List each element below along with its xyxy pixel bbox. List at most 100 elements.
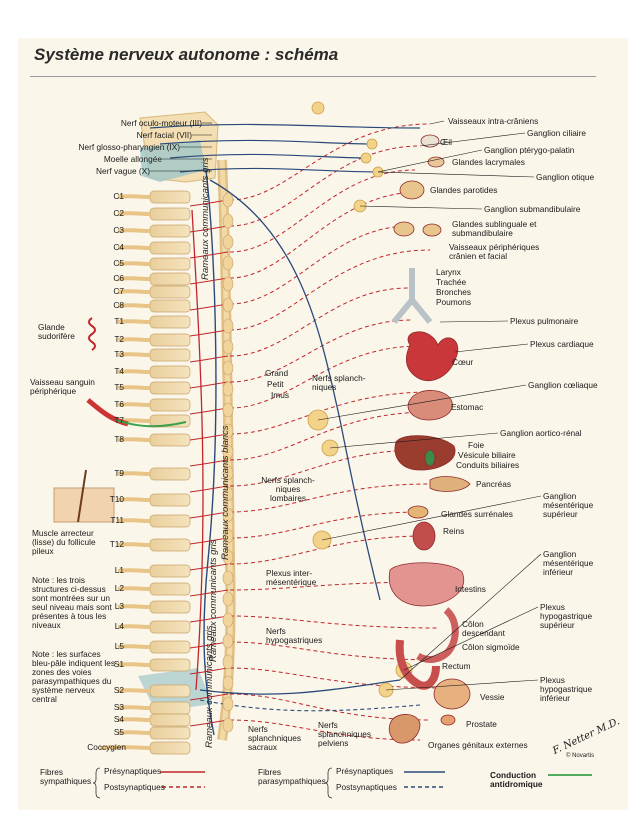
vertebra-label: C3 bbox=[113, 225, 124, 235]
legend-para-postsyn: Postsynaptiques bbox=[336, 782, 397, 792]
liver-organ bbox=[394, 435, 456, 471]
spinal-nerve-root bbox=[117, 194, 151, 199]
vertebra-t1 bbox=[149, 315, 191, 329]
adrenal-gland bbox=[407, 505, 429, 519]
chain-ganglion bbox=[222, 276, 234, 292]
chain-ganglion bbox=[222, 318, 234, 334]
sympathetic-postsynaptic-fiber bbox=[229, 391, 433, 435]
vertebra-label: T3 bbox=[114, 349, 124, 359]
label-plexus-hypo-inf: Plexus hypogastrique inférieur bbox=[540, 675, 593, 703]
label-intestins: Intestins bbox=[455, 584, 486, 594]
leader-line bbox=[359, 205, 483, 210]
vertebra-s1 bbox=[149, 658, 191, 672]
vertebra-t12 bbox=[149, 538, 191, 552]
sympathetic-presynaptic-fiber bbox=[189, 355, 229, 363]
vertebra-c4 bbox=[149, 241, 191, 255]
legend-para-brace bbox=[324, 767, 333, 799]
chain-ganglion bbox=[222, 213, 234, 229]
chain-ganglion bbox=[222, 654, 234, 670]
legend-sympathetic-label: Fibres sympathiques bbox=[40, 767, 92, 786]
sympathetic-postsynaptic-fiber bbox=[229, 225, 411, 305]
gallbladder-organ bbox=[424, 449, 436, 467]
label-vesicule: Vésicule biliaire bbox=[458, 450, 516, 460]
sympathetic-postsynaptic-fiber bbox=[229, 511, 421, 539]
title-rule bbox=[30, 76, 596, 77]
chain-ganglion bbox=[222, 444, 234, 460]
leader-line bbox=[317, 384, 527, 421]
chain-ganglion bbox=[222, 255, 234, 271]
spinal-nerve-root bbox=[117, 568, 151, 573]
spinal-nerve-root bbox=[117, 624, 151, 629]
spinal-nerve-root bbox=[117, 604, 151, 609]
pelvic-splanchnic-fiber bbox=[199, 679, 401, 695]
spinal-nerve-root bbox=[99, 745, 151, 750]
label-glandes-subling: Glandes sublinguale et submandibulaire bbox=[452, 219, 537, 238]
vertebra-label: T6 bbox=[114, 399, 124, 409]
colon-organ bbox=[416, 607, 459, 663]
vertebra-label: L3 bbox=[114, 601, 124, 611]
vertebra-label: S1 bbox=[113, 659, 124, 669]
sympathetic-trunk-line bbox=[191, 209, 204, 691]
label-oculomotor: Nerf oculo-moteur (III) bbox=[120, 118, 202, 128]
label-ganglion-mes-inf: Ganglion mésentérique inférieur bbox=[543, 549, 594, 577]
note-pale-blue: Note : les surfaces bleu-pâle indiquent … bbox=[32, 649, 116, 704]
spinal-nerve-root bbox=[117, 518, 151, 523]
vagus-branch bbox=[209, 179, 381, 601]
label-nerfs-splanchniques: Nerfs splanch-niques bbox=[312, 373, 366, 392]
leader-line bbox=[399, 553, 542, 681]
spinal-nerve-root bbox=[117, 717, 151, 722]
label-foie: Foie bbox=[468, 440, 485, 450]
label-ganglion-otique: Ganglion otique bbox=[536, 172, 595, 182]
vertebra-l5 bbox=[149, 640, 191, 654]
sympathetic-presynaptic-fiber bbox=[189, 459, 229, 467]
sympathetic-postsynaptic-fiber bbox=[229, 249, 431, 331]
heart-organ bbox=[406, 331, 459, 382]
vertebra-s5 bbox=[149, 726, 191, 740]
vertebra-label: S5 bbox=[113, 727, 124, 737]
copyright: © Novartis bbox=[566, 753, 595, 759]
vertebra-label: T8 bbox=[114, 434, 124, 444]
spinal-nerve-root bbox=[117, 319, 151, 324]
label-pancreas: Pancréas bbox=[476, 479, 512, 489]
leader-line bbox=[329, 432, 499, 449]
chain-ganglion bbox=[222, 549, 234, 565]
spinal-column bbox=[99, 190, 191, 755]
chain-ganglion bbox=[222, 339, 234, 355]
vertebra-label: T10 bbox=[109, 494, 124, 504]
sympathetic-postsynaptic-fiber bbox=[229, 483, 431, 513]
label-poumons: Poumons bbox=[436, 297, 472, 307]
vertebra-t10 bbox=[149, 493, 191, 507]
leader-line bbox=[377, 171, 535, 178]
vertebra-l4 bbox=[149, 620, 191, 634]
leader-line bbox=[403, 606, 539, 671]
sympathetic-presynaptic-fiber bbox=[189, 667, 229, 675]
label-glandes-surrenales: Glandes surrénales bbox=[441, 509, 513, 519]
parasympathetic-cranial-fiber bbox=[179, 167, 379, 173]
spinal-nerve-root bbox=[117, 369, 151, 374]
ganglion-node bbox=[360, 152, 372, 164]
label-facial: Nerf facial (VII) bbox=[136, 130, 192, 140]
leader-line bbox=[454, 343, 529, 353]
chain-ganglion bbox=[222, 612, 234, 628]
intestines-organ bbox=[388, 562, 465, 607]
sympathetic-postsynaptic-fiber bbox=[229, 719, 421, 741]
spinal-nerve-root bbox=[117, 261, 151, 266]
spinal-nerve-root bbox=[117, 705, 151, 710]
legend-symp-brace bbox=[92, 767, 101, 799]
leader-line bbox=[377, 149, 483, 173]
label-vaisseaux-periph: Vaisseaux périphériques crânien et facia… bbox=[449, 242, 540, 261]
pancreas-organ bbox=[429, 476, 471, 492]
label-arrector-muscle: Muscle arrecteur (lisse) du follicule pi… bbox=[32, 528, 96, 556]
label-prostate: Prostate bbox=[466, 719, 497, 729]
vertebra-label: C6 bbox=[113, 273, 124, 283]
hair-follicle-skin bbox=[53, 487, 115, 523]
vertebra-t5 bbox=[149, 381, 191, 395]
chain-ganglion bbox=[222, 675, 234, 691]
legend-symp-presyn: Présynaptiques bbox=[104, 766, 162, 776]
chain-ganglion bbox=[222, 717, 234, 733]
legend-antidromic-label: Conduction antidromique bbox=[490, 770, 543, 789]
vertebra-t8 bbox=[149, 433, 191, 447]
kidney-organ bbox=[412, 521, 436, 551]
label-estomac: Estomac bbox=[451, 402, 484, 412]
